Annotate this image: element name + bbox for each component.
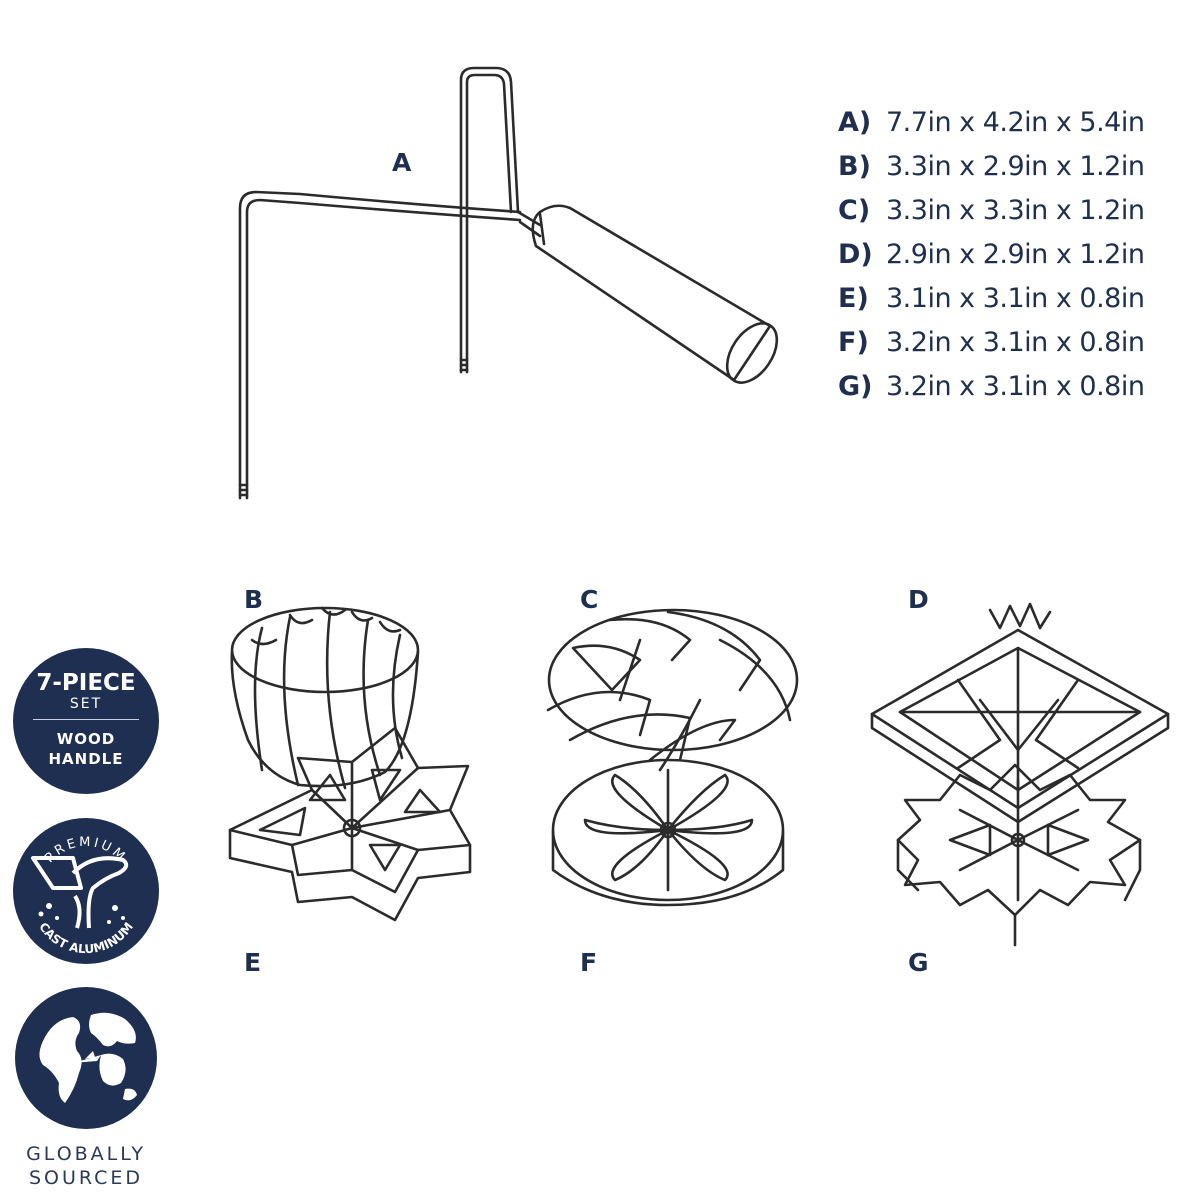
dimension-key: G) (838, 371, 873, 402)
dimension-row: C) 3.3in x 3.3in x 1.2in (838, 191, 1145, 235)
label-a: A (392, 148, 412, 177)
badge-divider (33, 719, 139, 720)
cast-aluminum-badge: PREMIUM CAST ALUMINUM (13, 818, 159, 964)
globe-icon (15, 987, 157, 1129)
mold-g-illustration (896, 763, 1142, 947)
dimension-value: 3.3in x 3.3in x 1.2in (886, 195, 1145, 226)
set-badge: 7-PIECE SET WOOD HANDLE (13, 648, 159, 794)
label-c: C (580, 585, 599, 614)
globe-badge (13, 985, 159, 1131)
dimension-value: 3.2in x 3.1in x 0.8in (886, 327, 1145, 358)
dimension-value: 3.2in x 3.1in x 0.8in (886, 371, 1145, 402)
svg-text:CAST ALUMINUM: CAST ALUMINUM (36, 920, 136, 957)
dimension-value: 7.7in x 4.2in x 5.4in (886, 107, 1145, 138)
dimension-key: E) (838, 283, 869, 314)
dimension-row: E) 3.1in x 3.1in x 0.8in (838, 279, 1145, 323)
globally-sourced-label: GLOBALLY SOURCED (13, 1142, 159, 1190)
handle-text: HANDLE (48, 750, 124, 768)
cast-aluminum-arc-text: CAST ALUMINUM (36, 920, 136, 957)
dimension-key: F) (838, 327, 869, 358)
label-d: D (908, 585, 929, 614)
sourced-text: SOURCED (28, 1167, 144, 1189)
globally-text: GLOBALLY (26, 1143, 146, 1165)
label-b: B (244, 585, 264, 614)
label-e: E (244, 948, 262, 977)
set-count-text: 7-PIECE (36, 670, 136, 696)
dimension-row: D) 2.9in x 2.9in x 1.2in (838, 235, 1145, 279)
wood-text: WOOD (56, 730, 116, 748)
dimension-key: D) (838, 239, 873, 270)
mold-c-illustration (546, 608, 799, 772)
mold-b-illustration (230, 606, 420, 790)
dimension-key: B) (838, 151, 871, 182)
dimension-row: G) 3.2in x 3.1in x 0.8in (838, 367, 1145, 411)
dimensions-list: A) 7.7in x 4.2in x 5.4in B) 3.3in x 2.9in … (838, 103, 1145, 411)
set-text: SET (69, 696, 103, 712)
mold-f-illustration (551, 758, 785, 907)
rosette-iron-illustration (238, 66, 779, 500)
label-f: F (580, 948, 598, 977)
dimension-row: F) 3.2in x 3.1in x 0.8in (838, 323, 1145, 367)
dimension-key: A) (838, 107, 872, 138)
dimension-value: 3.1in x 3.1in x 0.8in (886, 283, 1145, 314)
dimension-key: C) (838, 195, 871, 226)
mold-e-illustration (228, 726, 472, 922)
label-g: G (908, 948, 929, 977)
mold-d-illustration (870, 602, 1170, 824)
dimension-value: 2.9in x 2.9in x 1.2in (886, 239, 1145, 270)
dimension-value: 3.3in x 2.9in x 1.2in (886, 151, 1145, 182)
dimension-row: A) 7.7in x 4.2in x 5.4in (838, 103, 1145, 147)
dimension-row: B) 3.3in x 2.9in x 1.2in (838, 147, 1145, 191)
pouring-ladle-icon: PREMIUM CAST ALUMINUM (31, 835, 136, 957)
